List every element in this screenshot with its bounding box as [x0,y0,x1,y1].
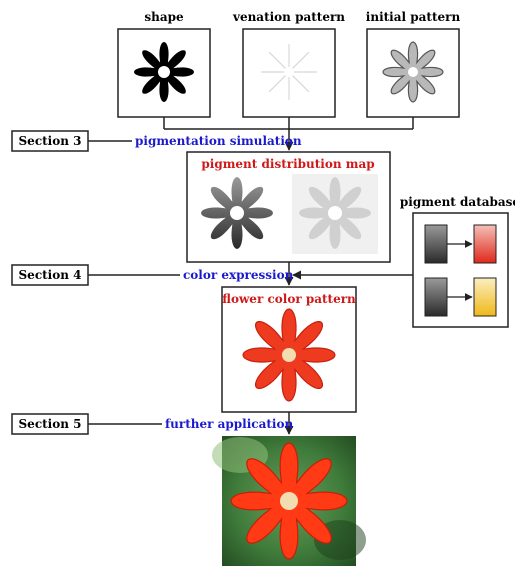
flower-center [230,206,244,220]
pigment-map-light-flower [299,177,371,249]
pigment-map-label: pigment distribution map [201,157,374,171]
venation-ray [292,51,310,69]
application-photo-flower [230,442,348,560]
pigment-database-label: pigment database [400,195,515,209]
pigmentation-simulation-label: pigmentation simulation [135,134,302,148]
flower-color-image [242,308,336,402]
gray-pigment-swatch-1 [424,224,448,264]
flower-center [280,492,298,510]
color-expression-label: color expression [183,268,294,282]
yellow-pigment-swatch [473,277,497,317]
venation-ray [268,51,286,69]
gray-pigment-swatch-2 [424,277,448,317]
pigment-map-dark-flower [201,177,273,249]
section-5-label: Section 5 [19,417,82,431]
flower-center [158,66,170,78]
flower-center [408,67,418,77]
flower-center [328,206,342,220]
shape-label: shape [144,10,184,24]
section-3-label: Section 3 [19,134,82,148]
venation-ray [268,75,286,93]
flower-center [282,348,296,362]
initial-pattern-label: initial pattern [366,10,461,24]
further-application-label: further application [165,417,293,431]
shape-flower-image [134,42,194,102]
flower-color-pattern-label: flower color pattern [222,292,356,306]
venation-label: venation pattern [232,10,345,24]
venation-image [261,44,317,100]
initial-pattern-image [382,41,444,103]
venation-ray [292,75,310,93]
red-pigment-swatch [473,224,497,264]
venation-box [242,28,336,118]
section-4-label: Section 4 [19,268,82,282]
